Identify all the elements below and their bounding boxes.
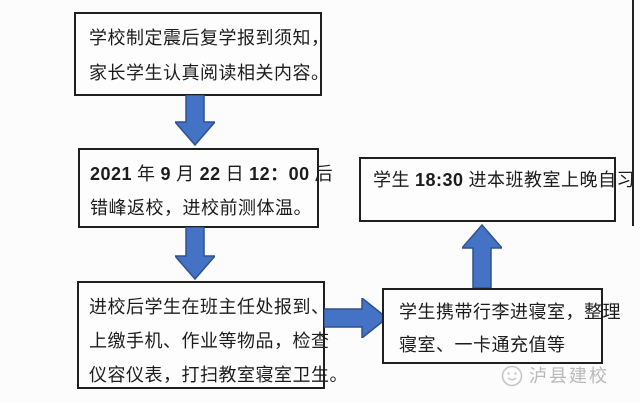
flow-step-dorm-line2: 寝室、一卡通充值等 xyxy=(399,335,566,355)
day-number: 22 xyxy=(199,164,221,184)
year-number: 2021 xyxy=(90,164,133,184)
flow-step-evening-study-line1: 学生 18:30 进本班教室上晚自习 xyxy=(373,168,635,192)
flow-step-return-time-line2: 错峰返校，进校前测体温。 xyxy=(90,198,312,218)
flow-step-notice: 学校制定震后复学报到须知， 家长学生认真阅读相关内容。 xyxy=(74,12,330,96)
month-number: 9 xyxy=(160,164,172,184)
time-number: 12：00 xyxy=(249,164,310,184)
flow-step-dorm-line1: 学生携带行李进寝室，整理 xyxy=(399,302,621,322)
watermark-logo-icon xyxy=(501,365,523,387)
after-label: 后 xyxy=(309,164,334,184)
watermark: 泸县建校 xyxy=(499,362,609,388)
month-label: 月 xyxy=(171,164,200,184)
flow-step-evening-study: 学生 18:30 进本班教室上晚自习 xyxy=(359,157,635,222)
student-label: 学生 xyxy=(373,170,415,190)
flow-step-checkin: 进校后学生在班主任处报到、 上缴手机、作业等物品，检查 仪容仪表，打扫教室寝室卫… xyxy=(77,281,348,389)
flow-arrow-return-to-checkin-down-icon xyxy=(175,227,215,280)
flow-step-checkin-line1: 进校后学生在班主任处报到、 xyxy=(89,297,330,317)
watermark-text: 泸县建校 xyxy=(529,366,609,386)
study-time-number: 18:30 xyxy=(415,170,464,190)
flow-step-return-time: 2021 年 9 月 22 日 12：00 后 错峰返校，进校前测体温。 xyxy=(78,148,333,228)
flow-arrow-checkin-to-dorm-right-icon xyxy=(324,298,388,338)
flow-step-checkin-line3: 仪容仪表，打扫教室寝室卫生。 xyxy=(89,365,348,385)
flow-arrow-dorm-to-study-up-icon xyxy=(462,224,502,288)
flow-arrow-notice-to-return-down-icon xyxy=(175,95,215,146)
flow-step-return-time-line1: 2021 年 9 月 22 日 12：00 后 xyxy=(90,157,333,191)
study-label: 进本班教室上晚自习 xyxy=(463,170,636,190)
flow-step-dorm: 学生携带行李进寝室，整理 寝室、一卡通充值等 xyxy=(382,288,621,364)
stray-vertical-line xyxy=(632,0,634,226)
flow-step-checkin-line2: 上缴手机、作业等物品，检查 xyxy=(89,331,330,351)
flow-step-notice-line2: 家长学生认真阅读相关内容。 xyxy=(89,63,330,83)
flow-step-notice-line1: 学校制定震后复学报到须知， xyxy=(89,28,330,48)
day-label: 日 xyxy=(220,164,250,184)
year-label: 年 xyxy=(132,164,161,184)
